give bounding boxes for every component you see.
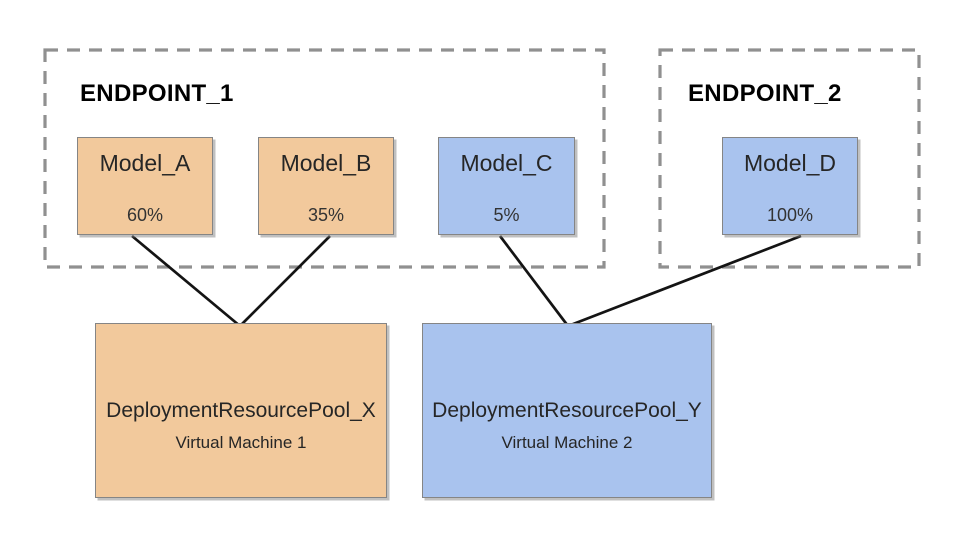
model-d-name: Model_D (743, 150, 837, 176)
pool-y-box: DeploymentResourcePool_Y Virtual Machine… (422, 323, 712, 498)
endpoint-2-label: ENDPOINT_2 (688, 80, 842, 107)
pool-y-name: DeploymentResourcePool_Y (432, 399, 702, 422)
model-d-box: Model_D 100% (722, 137, 858, 235)
connector-model-d-to-pool-y (567, 234, 802, 328)
model-b-traffic-split: 35% (307, 205, 345, 225)
endpoint-1-border (43, 48, 606, 269)
endpoint-2-border (658, 48, 921, 269)
connector-model-b-to-pool-x (239, 235, 331, 327)
model-a-traffic-split: 60% (126, 205, 164, 225)
model-c-box: Model_C 5% (438, 137, 575, 235)
pool-x-name: DeploymentResourcePool_X (106, 399, 376, 422)
model-a-box: Model_A 60% (77, 137, 213, 235)
endpoint-1-label: ENDPOINT_1 (80, 80, 234, 107)
model-d-traffic-split: 100% (766, 205, 814, 225)
pool-x-machine: Virtual Machine 1 (175, 433, 307, 452)
model-c-traffic-split: 5% (493, 205, 520, 225)
connector-model-c-to-pool-y (498, 235, 570, 327)
connector-model-a-to-pool-x (131, 234, 241, 328)
model-b-box: Model_B 35% (258, 137, 394, 235)
model-c-name: Model_C (460, 150, 553, 176)
model-a-name: Model_A (99, 150, 191, 176)
model-b-name: Model_B (280, 150, 372, 176)
pool-x-box: DeploymentResourcePool_X Virtual Machine… (95, 323, 387, 498)
pool-y-machine: Virtual Machine 2 (501, 433, 633, 452)
